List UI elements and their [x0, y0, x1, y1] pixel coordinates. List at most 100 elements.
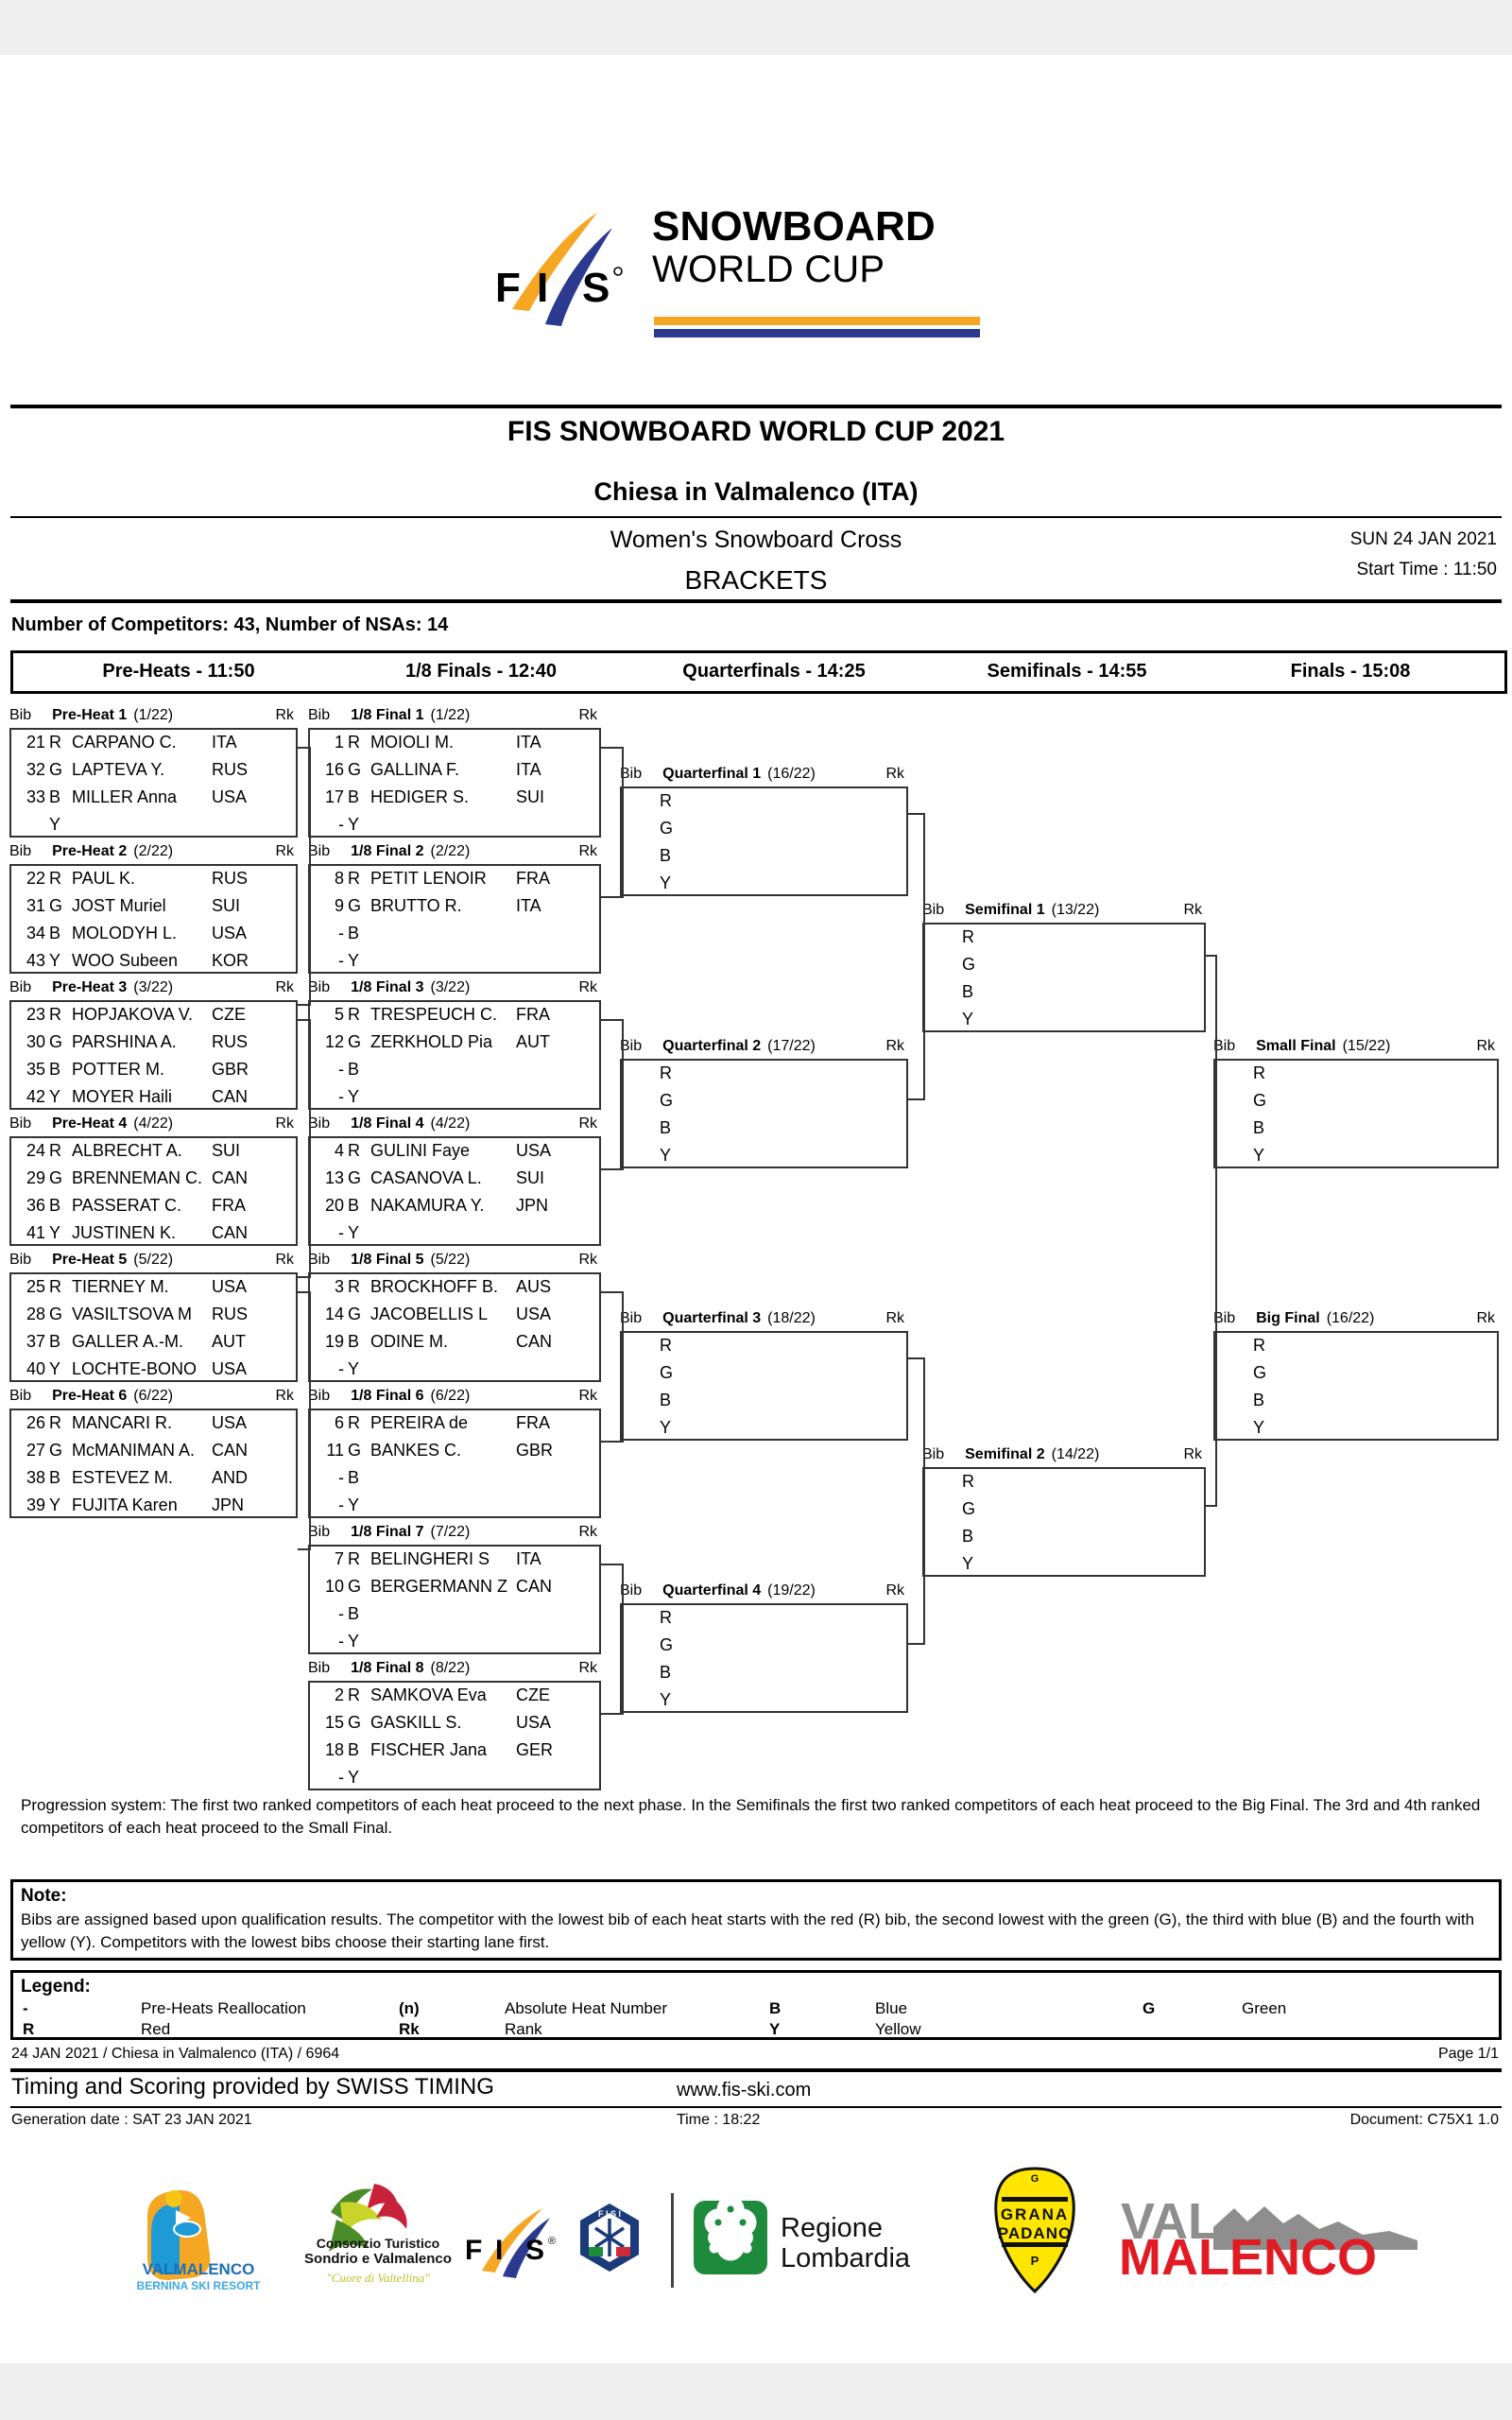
quarterfinal-1-row-3[interactable]: B	[622, 846, 906, 873]
final-2-row-3[interactable]: B	[1215, 1391, 1497, 1417]
final-1-row-1[interactable]: R	[1215, 1063, 1497, 1090]
semifinal-1-row-1[interactable]: R	[924, 927, 1204, 954]
eighth-final-7-row-3[interactable]: -B	[310, 1604, 599, 1631]
eighth-final-7-row-4[interactable]: -Y	[310, 1632, 599, 1658]
final-1-row-2[interactable]: G	[1215, 1091, 1497, 1117]
quarterfinal-4-row-1[interactable]: R	[622, 1608, 906, 1634]
semifinal-2-row-1[interactable]: R	[924, 1472, 1204, 1498]
final-2-row-4[interactable]: Y	[1215, 1418, 1497, 1444]
eighth-final-8-row-4[interactable]: -Y	[310, 1768, 599, 1794]
quarterfinal-4-row-3[interactable]: B	[622, 1663, 906, 1689]
quarterfinal-2-row-2[interactable]: G	[622, 1091, 906, 1117]
eighth-final-2-row-4[interactable]: -Y	[310, 951, 599, 977]
eighth-final-5-row-4[interactable]: -Y	[310, 1359, 599, 1386]
eighth-final-2-row-3[interactable]: -B	[310, 924, 599, 950]
semifinal-1-row-4[interactable]: Y	[924, 1010, 1204, 1036]
final-1-row-3[interactable]: B	[1215, 1118, 1497, 1145]
quarterfinal-2-row-4[interactable]: Y	[622, 1146, 906, 1172]
footer-website[interactable]: www.fis-ski.com	[677, 2080, 812, 2100]
semifinal-2-row-2[interactable]: G	[924, 1499, 1204, 1526]
eighth-final-1-row-4[interactable]: -Y	[310, 815, 599, 841]
preheat-1-row-4[interactable]: Y	[11, 815, 296, 841]
eighth-final-4-row-4[interactable]: -Y	[310, 1223, 599, 1250]
quarterfinal-4-row-4[interactable]: Y	[622, 1690, 906, 1717]
quarterfinal-1-row-1[interactable]: R	[622, 791, 906, 818]
semifinal-2-row-4[interactable]: Y	[924, 1554, 1204, 1581]
quarterfinal-3-row-4[interactable]: Y	[622, 1418, 906, 1444]
quarterfinal-4-row-2[interactable]: G	[622, 1635, 906, 1662]
quarterfinal-3-row-1[interactable]: R	[622, 1336, 906, 1362]
semifinal-2-row-3[interactable]: B	[924, 1527, 1204, 1553]
quarterfinal-2-row-1[interactable]: R	[622, 1063, 906, 1090]
final-2-row-1[interactable]: R	[1215, 1336, 1497, 1362]
quarterfinal-1-row-2[interactable]: G	[622, 819, 906, 845]
quarterfinal-3-row-3[interactable]: B	[622, 1391, 906, 1417]
final-1-row-4[interactable]: Y	[1215, 1146, 1497, 1172]
semifinal-1-row-2[interactable]: G	[924, 955, 1204, 981]
eighth-final-6-row-4[interactable]: -Y	[310, 1495, 599, 1522]
semifinal-1-row-3[interactable]: B	[924, 982, 1204, 1009]
